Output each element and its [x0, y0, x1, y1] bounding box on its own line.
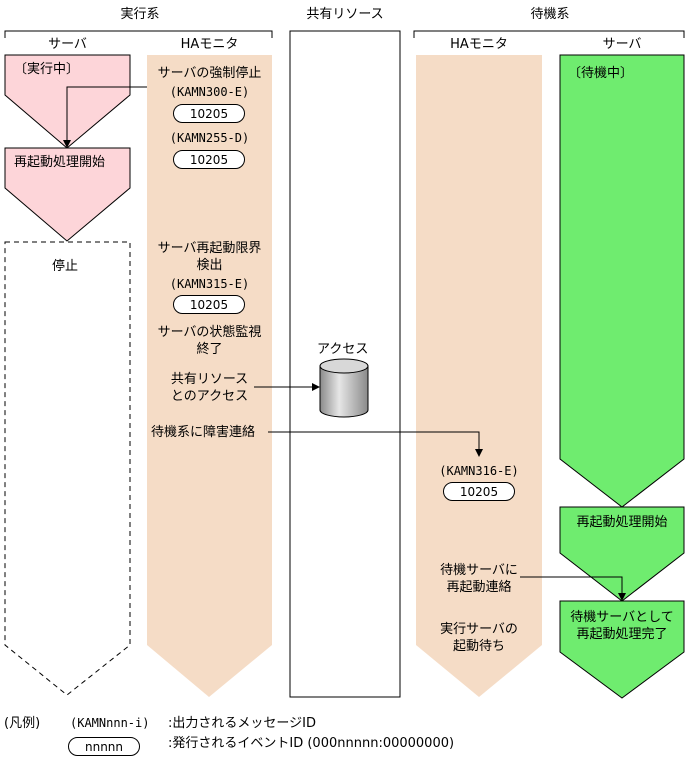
legend-title: (凡例)	[4, 716, 41, 731]
standby-restart-done-line2: 再起動処理完了	[576, 627, 668, 642]
active-server-state: 〔実行中〕	[14, 62, 80, 77]
standby-event-id: 10205	[443, 482, 515, 501]
notify-standby-label: 待機系に障害連絡	[151, 425, 256, 440]
standby-ha-monitor-shape	[416, 55, 542, 697]
forced-stop-label: サーバの強制停止	[157, 66, 262, 81]
restart-notify-line1: 待機サーバに	[440, 563, 518, 578]
access-line1: 共有リソース	[170, 372, 249, 387]
arrow-forced-stop	[66, 86, 147, 146]
standby-restart-start: 再起動処理開始	[576, 515, 668, 530]
active-server-stopped-shape	[4, 241, 131, 696]
event-id-3: 10205	[173, 295, 245, 314]
active-server-restart-shape	[4, 147, 131, 242]
database-cylinder-icon	[319, 358, 369, 418]
legend-message-format: (KAMNnnn-i)	[70, 716, 150, 730]
message-id-1: (KAMN300-E)	[169, 85, 250, 99]
access-label: アクセス	[317, 342, 369, 357]
column-standby-ha-monitor: HAモニタ	[450, 37, 508, 52]
column-standby-server: サーバ	[602, 37, 642, 52]
active-system-bracket	[4, 30, 273, 38]
standby-server-state: 〔待機中〕	[568, 66, 634, 81]
active-ha-monitor-shape	[147, 55, 272, 697]
restart-notify-line2: 再起動連絡	[446, 580, 512, 595]
header-standby-system: 待機系	[530, 7, 570, 22]
header-shared-resource: 共有リソース	[306, 7, 384, 22]
standby-server-restart-shape	[559, 506, 685, 602]
active-server-restart-start: 再起動処理開始	[14, 155, 106, 170]
standby-restart-done-line1: 待機サーバとして	[570, 610, 674, 625]
event-id-1: 10205	[173, 104, 245, 123]
monitor-end-line1: サーバの状態監視	[157, 325, 262, 340]
standby-server-waiting-shape	[559, 54, 685, 508]
standby-server-done-shape	[559, 600, 685, 699]
legend-message-desc: :出力されるメッセージID	[168, 716, 316, 731]
standby-system-bracket	[413, 30, 685, 38]
wait-line2: 起動待ち	[452, 639, 505, 654]
legend-event-format: nnnnn	[68, 737, 140, 756]
message-id-2: (KAMN255-D)	[169, 131, 250, 145]
active-server-stopped: 停止	[52, 259, 79, 274]
restart-limit-line2: 検出	[196, 258, 223, 273]
event-id-2: 10205	[173, 150, 245, 169]
wait-line1: 実行サーバの	[440, 622, 518, 637]
column-active-ha-monitor: HAモニタ	[180, 37, 239, 52]
access-line2: とのアクセス	[170, 389, 249, 404]
arrow-notify-standby	[268, 431, 480, 455]
column-active-server: サーバ	[48, 37, 87, 52]
restart-limit-line1: サーバ再起動限界	[157, 241, 262, 256]
message-id-3: (KAMN315-E)	[169, 277, 250, 291]
standby-message-id: (KAMN316-E)	[439, 464, 519, 478]
legend-event-desc: :発行されるイベントID (000nnnnn:00000000)	[168, 736, 455, 751]
monitor-end-line2: 終了	[196, 342, 223, 357]
header-active-system: 実行系	[120, 7, 160, 22]
arrow-restart-notify	[520, 576, 623, 599]
